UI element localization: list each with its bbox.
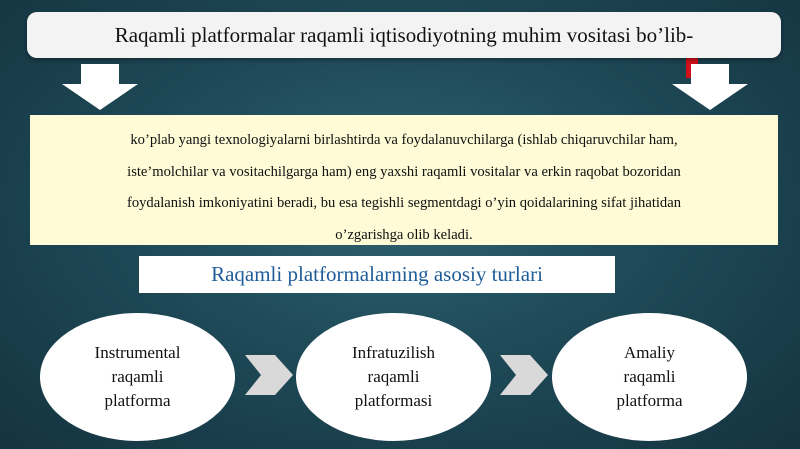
chevron-right-icon — [245, 355, 293, 395]
platform-type-instrumental: Instrumental raqamli platforma — [40, 313, 235, 441]
type-label-line: raqamli — [367, 367, 420, 386]
types-title-box: Raqamli platformalarning asosiy turlari — [139, 256, 615, 293]
description-line: ko’plab yangi texnologiyalarni birlashti… — [130, 132, 678, 148]
type-label-line: Amaliy — [624, 343, 675, 362]
type-label-line: Infratuzilish — [351, 343, 436, 362]
type-label-line: Instrumental — [94, 343, 181, 362]
chevron-right-icon — [500, 355, 548, 395]
type-label-line: raqamli — [623, 367, 676, 386]
types-title: Raqamli platformalarning asosiy turlari — [211, 262, 543, 286]
down-arrow-icon — [672, 64, 748, 110]
platform-type-amaliy: Amaliy raqamli platforma — [552, 313, 747, 441]
type-label-line: raqamli — [111, 367, 164, 386]
type-label-line: platforma — [616, 391, 683, 410]
description-line: foydalanish imkoniyatini beradi, bu esa … — [126, 195, 682, 211]
down-arrow-icon — [62, 64, 138, 110]
title-bar: Raqamli platformalar raqamli iqtisodiyot… — [27, 12, 781, 58]
description-line: o’zgarishga olib keladi. — [335, 226, 473, 243]
platform-type-infratuzilish: Infratuzilish raqamli platformasi — [296, 313, 491, 441]
description-box: ko’plab yangi texnologiyalarni birlashti… — [30, 115, 778, 245]
page-title: Raqamli platformalar raqamli iqtisodiyot… — [114, 22, 694, 47]
type-label-line: platforma — [104, 391, 171, 410]
type-label-line: platformasi — [354, 391, 433, 410]
description-line: iste’molchilar va vositachilgarga ham) e… — [127, 163, 681, 180]
